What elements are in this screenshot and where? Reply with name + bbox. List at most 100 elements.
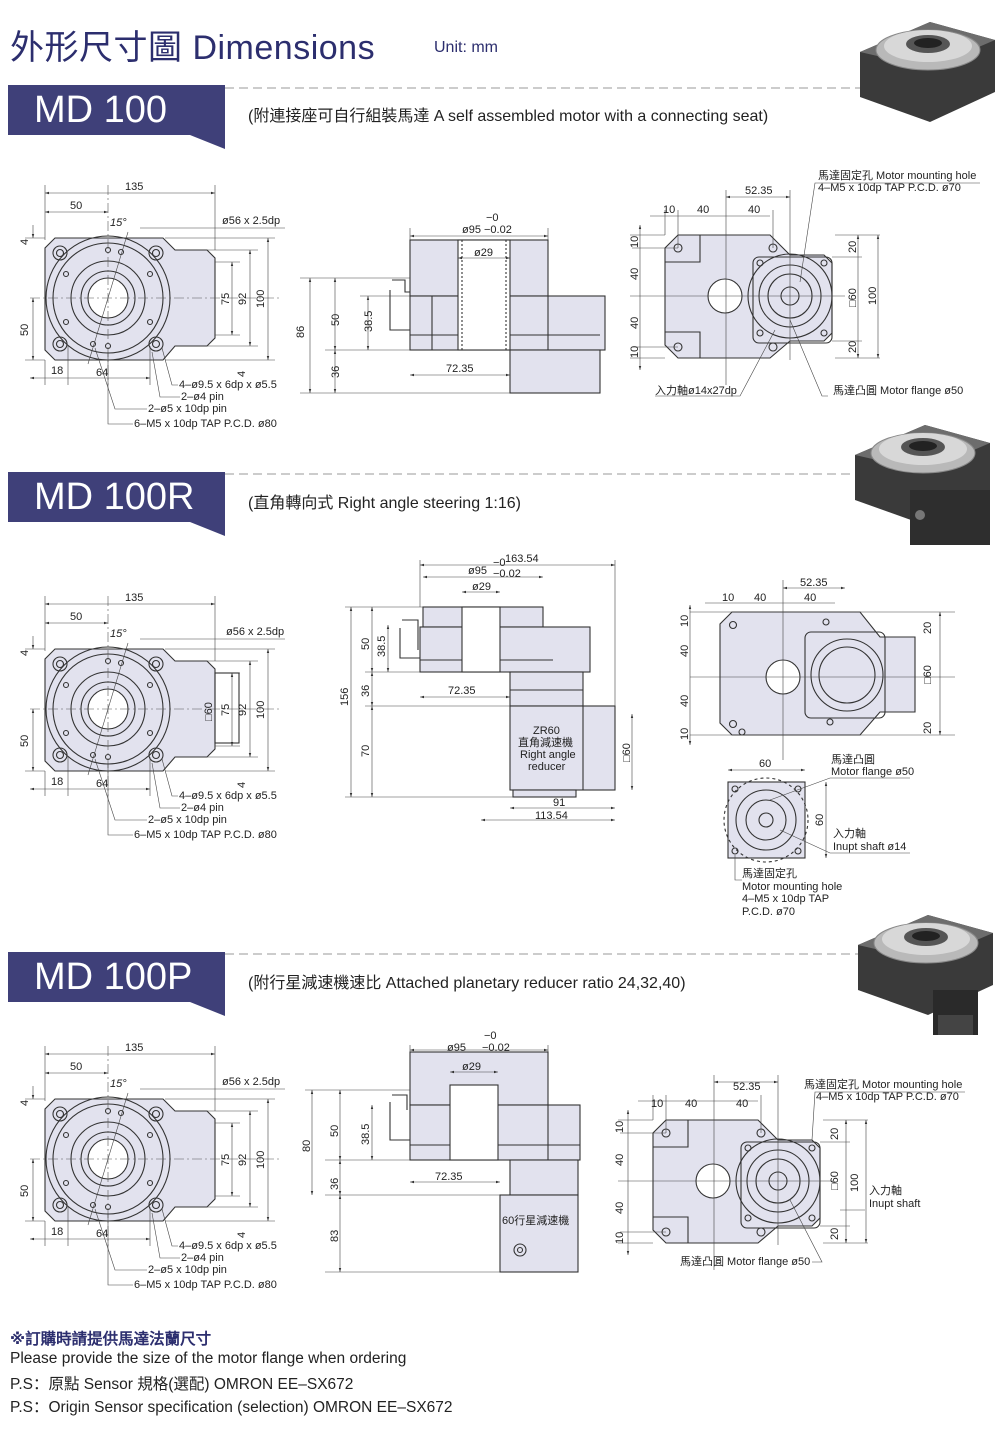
dimension-label: 50 (360, 638, 372, 650)
md100-rear-view: 52.35 10 40 40 10 40 40 10 20 □60 100 20… (629, 168, 980, 397)
dimension-label: ø56 x 2.5dp (222, 1076, 280, 1088)
dimension-label: 75 (220, 1154, 232, 1166)
dimension-label: 40 (685, 1098, 697, 1110)
callout-label: 入力軸 (833, 826, 866, 840)
reducer-label: reducer (528, 761, 566, 773)
dimension-label: 83 (329, 1230, 341, 1242)
md100-product-photo (859, 21, 996, 123)
dimension-label: 135 (125, 592, 143, 604)
dimension-label: 40 (614, 1202, 626, 1214)
dimension-label: 15° (110, 1078, 127, 1090)
dimension-label: 4 (19, 239, 31, 245)
dimension-label: 50 (70, 200, 82, 212)
dimension-label: 92 (237, 1154, 249, 1166)
md100r-rear-view: 52.35 10 40 40 10 40 40 10 20 □60 20 60 … (679, 577, 955, 918)
dimension-label: 100 (255, 1151, 267, 1169)
dimension-label: 72.35 (448, 685, 476, 697)
callout-label: 2–ø4 pin (181, 802, 224, 814)
dimension-label: ø56 x 2.5dp (226, 626, 284, 638)
dimension-label: 18 (51, 776, 63, 788)
tolerance-label: −0 (493, 557, 506, 569)
md100r-subtitle: (直角轉向式 Right angle steering 1:16) (248, 495, 522, 512)
dimension-label: 10 (651, 1098, 663, 1110)
dimension-label: 70 (360, 745, 372, 757)
dimension-label: 92 (237, 704, 249, 716)
sensor-note-english: P.S：Origin Sensor specification (selecti… (10, 1399, 453, 1416)
callout-label: Inupt shaft (869, 1198, 920, 1210)
callout-label: 6–M5 x 10dp TAP P.C.D. ø80 (134, 418, 277, 430)
dimension-label: 60 (814, 814, 826, 826)
dimension-label: 60 (759, 758, 771, 770)
dimension-label: 4 (236, 1232, 248, 1238)
dimension-label: 50 (329, 1125, 341, 1137)
dimension-label: 75 (220, 293, 232, 305)
callout-label: 馬達凸圓 Motor flange ø50 (680, 1255, 810, 1268)
dimension-label: □60 (847, 288, 859, 307)
md100p-model-badge: MD 100P (8, 952, 225, 1002)
callout-label: Motor mounting hole (742, 881, 842, 893)
order-note-english: Please provide the size of the motor fla… (10, 1350, 407, 1367)
dimension-label: 52.35 (800, 577, 828, 589)
dimension-label: 36 (329, 1178, 341, 1190)
dimension-label: 86 (295, 326, 307, 338)
callout-label: 馬達固定孔 Motor mounting hole (804, 1077, 962, 1091)
callout-label: 6–M5 x 10dp TAP P.C.D. ø80 (134, 1279, 277, 1291)
dimension-label: 4 (236, 371, 248, 377)
callout-label: P.C.D. ø70 (742, 906, 795, 918)
dimension-label: 18 (51, 365, 63, 377)
md100-side-view: ø95 −0 −0.02 ø29 86 50 38.5 36 72.35 (295, 212, 606, 394)
reducer-label: 直角減速機 (518, 735, 573, 749)
dimension-label: 10 (614, 1121, 626, 1133)
dimension-label: 10 (679, 615, 691, 627)
callout-label: 2–ø4 pin (181, 1252, 224, 1264)
dimension-label: ø95 (447, 1042, 466, 1054)
tolerance-label: −0 (486, 212, 499, 224)
dimension-label: 10 (629, 236, 641, 248)
dimension-label: 135 (125, 1042, 143, 1054)
reducer-label: 60行星減速機 (502, 1213, 569, 1227)
callout-label: Motor flange ø50 (831, 766, 914, 778)
dimension-label: 4 (19, 1100, 31, 1106)
dimension-label: 50 (70, 611, 82, 623)
dimension-label: □60 (621, 743, 633, 762)
dimension-label: 52.35 (745, 185, 773, 197)
dimension-label: ø95 (468, 565, 487, 577)
callout-label: 4–ø9.5 x 6dp x ø5.5 (179, 379, 277, 391)
dimension-label: 20 (829, 1228, 841, 1240)
sensor-note-chinese: P.S：原點 Sensor 規格(選配) OMRON EE–SX672 (10, 1376, 354, 1393)
dimension-label: 38.5 (363, 311, 375, 332)
dimension-label: 20 (922, 622, 934, 634)
md100p-rear-view: 52.35 10 40 40 10 40 40 10 20 □60 100 20… (614, 1075, 965, 1270)
dimension-label: 10 (722, 592, 734, 604)
callout-label: 2–ø5 x 10dp pin (148, 403, 227, 415)
unit-label: Unit: mm (434, 39, 498, 56)
callout-label: 馬達凸圓 Motor flange ø50 (833, 384, 963, 397)
dimension-label: 40 (736, 1098, 748, 1110)
dimension-label: 64 (96, 1228, 108, 1240)
dimension-label: 156 (339, 688, 351, 706)
dimension-label: 38.5 (376, 636, 388, 657)
dimension-label: 10 (663, 204, 675, 216)
model-name: MD 100R (34, 476, 195, 518)
dimension-label: 100 (255, 290, 267, 308)
md100-subtitle: (附連接座可自行組裝馬達 A self assembled motor with… (248, 108, 769, 125)
dimension-label: 38.5 (360, 1124, 372, 1145)
dimension-label: 72.35 (446, 363, 474, 375)
md100p-side-view: ø95 −0 −0.02 ø29 80 50 38.5 36 83 72.35 … (301, 1030, 581, 1273)
md100r-side-view: 163.54 ø95 −0 −0.02 ø29 156 50 38.5 36 7… (339, 553, 634, 822)
tolerance-label: −0.02 (493, 568, 521, 580)
dimension-label: □60 (922, 665, 934, 684)
dimension-label: 52.35 (733, 1081, 761, 1093)
dimension-label: 4 (19, 650, 31, 656)
dimension-label: ø95 (462, 224, 481, 236)
dimension-label: 50 (19, 1185, 31, 1197)
tolerance-label: −0 (484, 1030, 497, 1042)
md100-model-badge: MD 100 (8, 85, 225, 135)
dimension-label: 64 (96, 778, 108, 790)
badge-tail (190, 522, 225, 536)
callout-label: 4–M5 x 10dp TAP (742, 893, 829, 905)
dimension-label: 40 (629, 268, 641, 280)
dimension-label: 20 (847, 341, 859, 353)
